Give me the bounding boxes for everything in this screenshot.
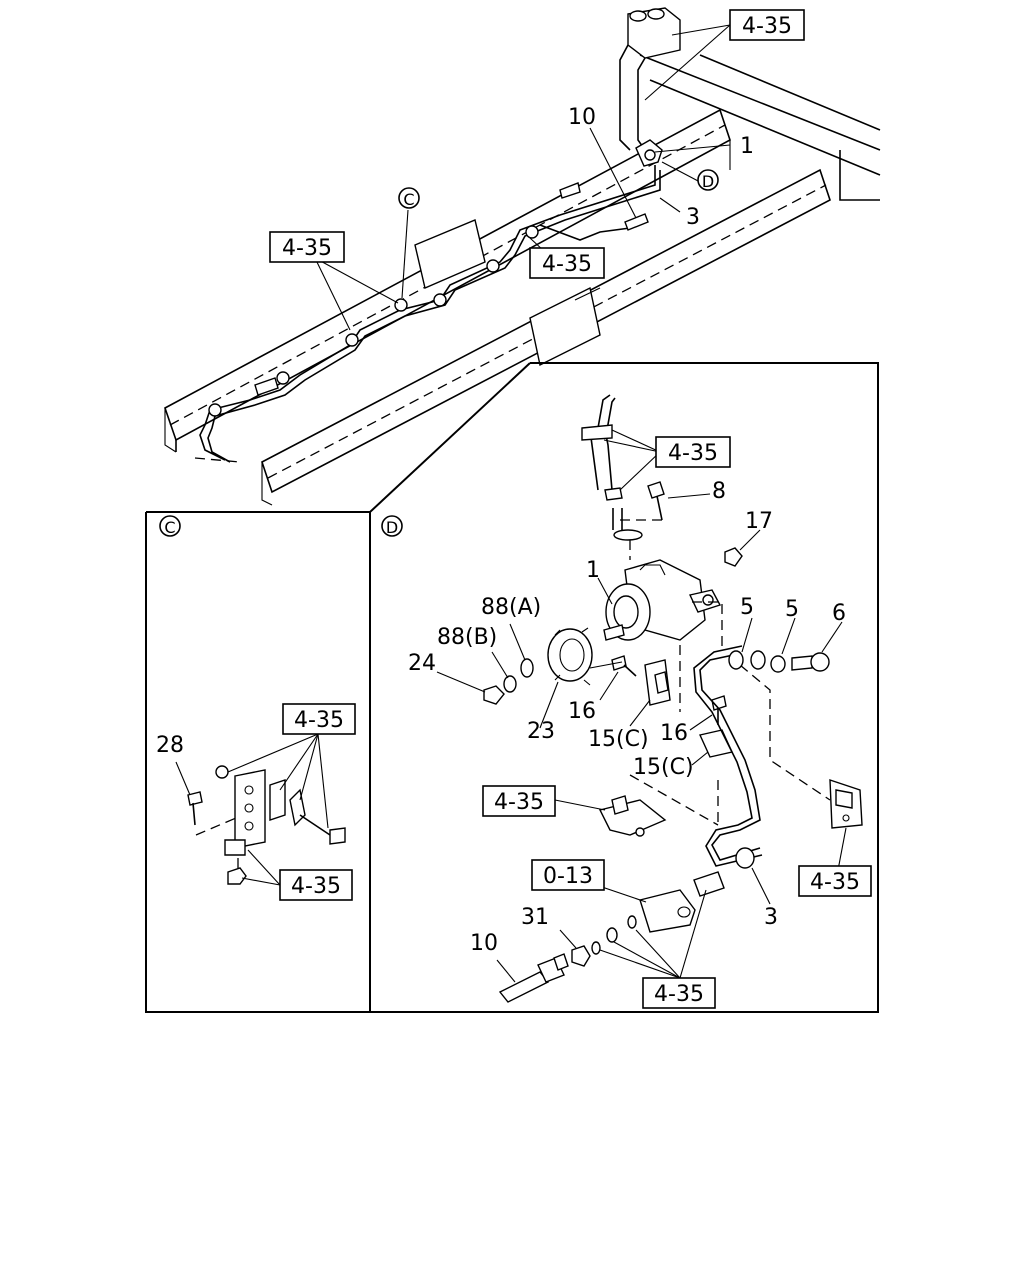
part-label-88b: 88(B) (437, 625, 497, 650)
ref-box-d-bottom: 4-35 (642, 977, 716, 1009)
svg-text:D: D (702, 172, 714, 191)
part-label-1-top: 1 (740, 134, 754, 159)
ref-box-mid: 4-35 (529, 247, 605, 279)
callout-c-panel: C (159, 515, 181, 537)
ref-box-top: 4-35 (729, 9, 805, 41)
part-label-5a: 5 (740, 595, 754, 620)
ref-box-d-top: 4-35 (655, 436, 731, 468)
svg-text:4-35: 4-35 (494, 790, 544, 815)
svg-text:C: C (164, 518, 175, 537)
part-label-1-d: 1 (586, 558, 600, 583)
reservoir (619, 7, 681, 151)
frame-overview (164, 7, 881, 506)
ref-text-top: 4-35 (742, 14, 792, 39)
svg-text:4-35: 4-35 (654, 982, 704, 1007)
part-label-6: 6 (832, 601, 846, 626)
ref-box-d-right: 4-35 (798, 865, 872, 897)
gear (547, 627, 593, 686)
part-label-5b: 5 (785, 597, 799, 622)
svg-text:D: D (386, 518, 398, 537)
part-label-16b: 16 (660, 721, 688, 746)
svg-text:4-35: 4-35 (810, 870, 860, 895)
part-label-16a: 16 (568, 699, 596, 724)
part-label-8: 8 (712, 479, 726, 504)
part-label-24: 24 (408, 651, 436, 676)
part-label-3-top: 3 (686, 205, 700, 230)
suction-hose (581, 394, 623, 501)
part-label-31: 31 (521, 905, 549, 930)
callout-c-top: C (398, 187, 420, 209)
ref-box-d-left: 4-35 (482, 785, 556, 817)
part-label-10-d: 10 (470, 931, 498, 956)
part-label-15b: 15(C) (633, 755, 694, 780)
panel-frames (145, 362, 879, 1013)
part-label-88a: 88(A) (481, 595, 541, 620)
pressure-hose (693, 645, 763, 867)
part-label-23: 23 (527, 719, 555, 744)
panel-c: C 4-35 4-35 28 (156, 515, 356, 901)
ref-box-left: 4-35 (269, 231, 345, 263)
svg-text:0-13: 0-13 (543, 864, 593, 889)
part-label-15a: 15(C) (588, 727, 649, 752)
svg-text:4-35: 4-35 (291, 874, 341, 899)
sensor (498, 953, 569, 1003)
power-steering-pump (603, 559, 722, 641)
svg-text:4-35: 4-35 (294, 708, 344, 733)
callout-d-top: D (697, 169, 719, 191)
ref-box-0-13: 0-13 (531, 859, 605, 891)
part-label-17: 17 (745, 509, 773, 534)
overview-leaders (314, 24, 731, 331)
part-label-28: 28 (156, 733, 184, 758)
part-label-10-top: 10 (568, 105, 596, 130)
part-label-3-d: 3 (764, 905, 778, 930)
callout-d-panel: D (381, 515, 403, 537)
ref-box-c-bottom: 4-35 (279, 869, 353, 901)
svg-text:4-35: 4-35 (668, 441, 718, 466)
ref-text-left: 4-35 (282, 236, 332, 261)
panel-d: D (381, 394, 872, 1009)
pump-overview (635, 139, 663, 167)
ref-text-mid: 4-35 (542, 252, 592, 277)
svg-text:C: C (403, 190, 414, 209)
ref-box-c: 4-35 (282, 703, 356, 735)
